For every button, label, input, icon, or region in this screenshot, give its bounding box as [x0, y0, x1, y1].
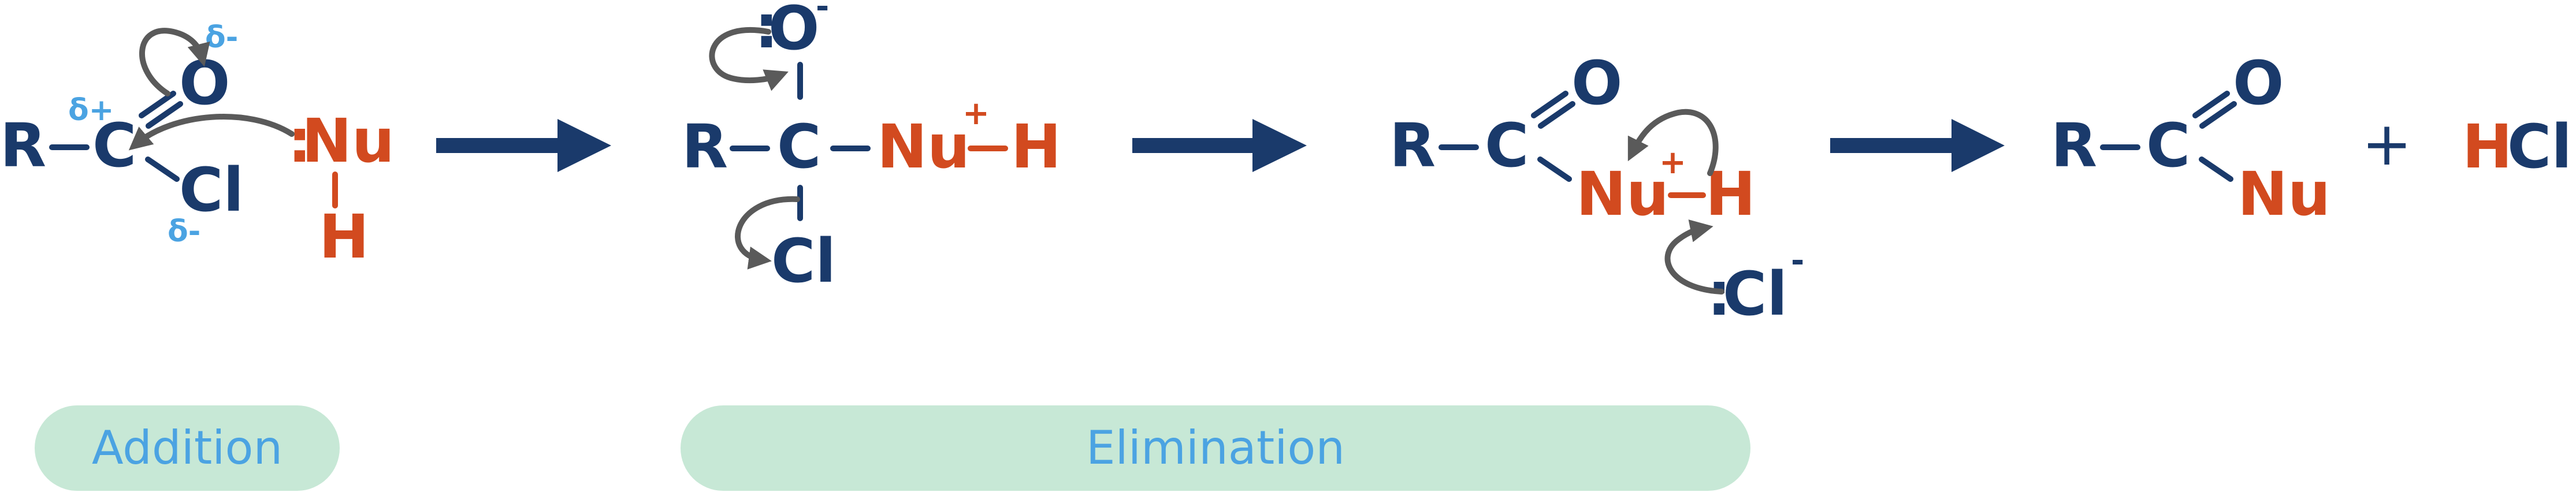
- lone-pair-nu: :: [288, 106, 312, 176]
- atom-h: H: [1011, 111, 1061, 182]
- charge-plus-nu: +: [962, 95, 990, 132]
- atom-r: R: [0, 110, 46, 181]
- bond-c-nu: [2199, 156, 2233, 182]
- charge-minus-o: -: [816, 0, 829, 25]
- atom-o: O: [768, 0, 819, 64]
- right-arrow-icon: [1132, 119, 1307, 172]
- bond-c-o-double-1: [139, 91, 176, 118]
- plus-sign: +: [2362, 109, 2412, 179]
- atom-nu: Nu: [877, 111, 970, 182]
- charge-plus-nu: +: [1659, 144, 1686, 181]
- atom-cl: Cl: [771, 226, 836, 296]
- bond-c-cl: [145, 156, 180, 182]
- atom-o: O: [1571, 48, 1622, 118]
- atom-hcl-cl: Cl: [2507, 111, 2572, 182]
- curved-arrow-icon: [1627, 109, 1719, 176]
- bond-c-o-double-1: [2192, 91, 2230, 118]
- right-arrow-icon: [1830, 119, 2005, 172]
- delta-minus-o-label: δ-: [205, 20, 238, 55]
- stage-1-acyl-chloride: R C O Cl δ+ δ- δ- : Nu H: [0, 20, 395, 272]
- elimination-label: Elimination: [1086, 421, 1345, 475]
- atom-cl: Cl: [179, 155, 244, 225]
- delta-plus-label: δ+: [68, 93, 114, 128]
- atom-cl: Cl: [1723, 259, 1787, 329]
- addition-label-pill: Addition: [35, 405, 340, 491]
- bond-c-o-double-2: [146, 101, 183, 129]
- curved-arrow-icon: [128, 114, 295, 151]
- delta-minus-cl-label: δ-: [168, 214, 200, 249]
- pill-background: [35, 405, 340, 491]
- atom-nu: Nu: [1576, 159, 1669, 229]
- atom-c: C: [1485, 110, 1529, 181]
- curved-arrow-icon: [1664, 219, 1724, 295]
- curved-arrow-icon: [139, 28, 210, 96]
- bond-c-o-double-2: [1538, 101, 1575, 129]
- bond-c-o-double-1: [1531, 91, 1568, 118]
- bond-c-nu: [1537, 156, 1572, 182]
- right-arrow-icon: [436, 119, 611, 172]
- atom-h: H: [319, 202, 369, 272]
- atom-o: O: [2233, 48, 2284, 118]
- addition-label: Addition: [92, 421, 282, 475]
- atom-nu: Nu: [2237, 159, 2330, 229]
- atom-c: C: [777, 111, 821, 182]
- atom-r: R: [2051, 110, 2097, 181]
- atom-hcl-h: H: [2462, 111, 2512, 182]
- atom-c: C: [2146, 110, 2190, 181]
- atom-r: R: [682, 111, 728, 182]
- charge-minus-cl: -: [1791, 242, 1804, 279]
- stage-3-protonated-product: R C O Nu + H : Cl -: [1389, 48, 1804, 329]
- stage-4-products: R C O Nu + H Cl: [2051, 48, 2572, 229]
- bond-c-o-double-2: [2199, 101, 2237, 129]
- atom-r: R: [1389, 110, 1436, 181]
- curved-arrow-icon: [709, 27, 789, 91]
- elimination-label-pill: Elimination: [681, 405, 1750, 491]
- pill-background: [681, 405, 1750, 491]
- atom-nu: Nu: [302, 106, 395, 176]
- stage-2-tetrahedral-intermediate: : O - R C Nu + H Cl: [682, 0, 1061, 296]
- curved-arrow-icon: [735, 196, 800, 270]
